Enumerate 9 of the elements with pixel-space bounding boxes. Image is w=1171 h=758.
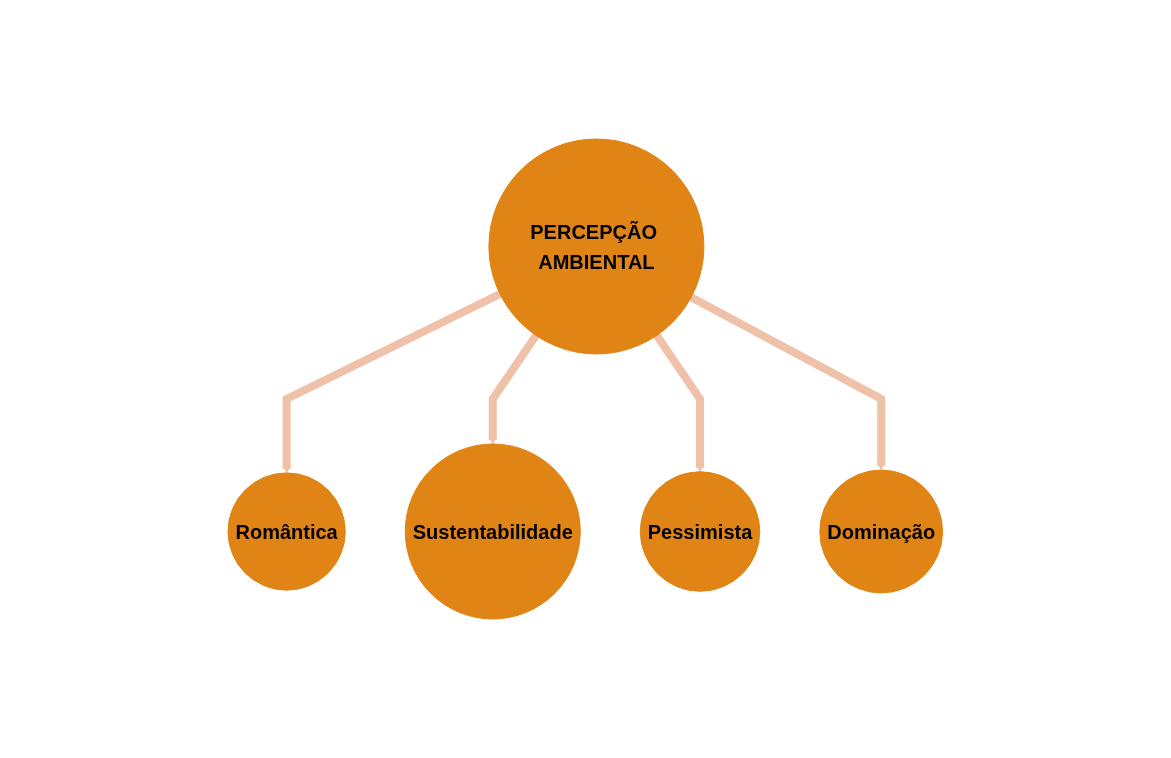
arrow <box>653 333 705 473</box>
arrow <box>282 290 502 474</box>
arrow <box>689 293 886 471</box>
node-circle: Sustentabilidade <box>404 443 581 620</box>
node-circle: Romântica <box>227 472 346 591</box>
node-circle: Pessimista <box>639 471 761 592</box>
arrow <box>488 333 540 445</box>
node-circle: Dominação <box>819 469 944 594</box>
node-circle: PERCEPÇÃO AMBIENTAL <box>488 138 705 355</box>
